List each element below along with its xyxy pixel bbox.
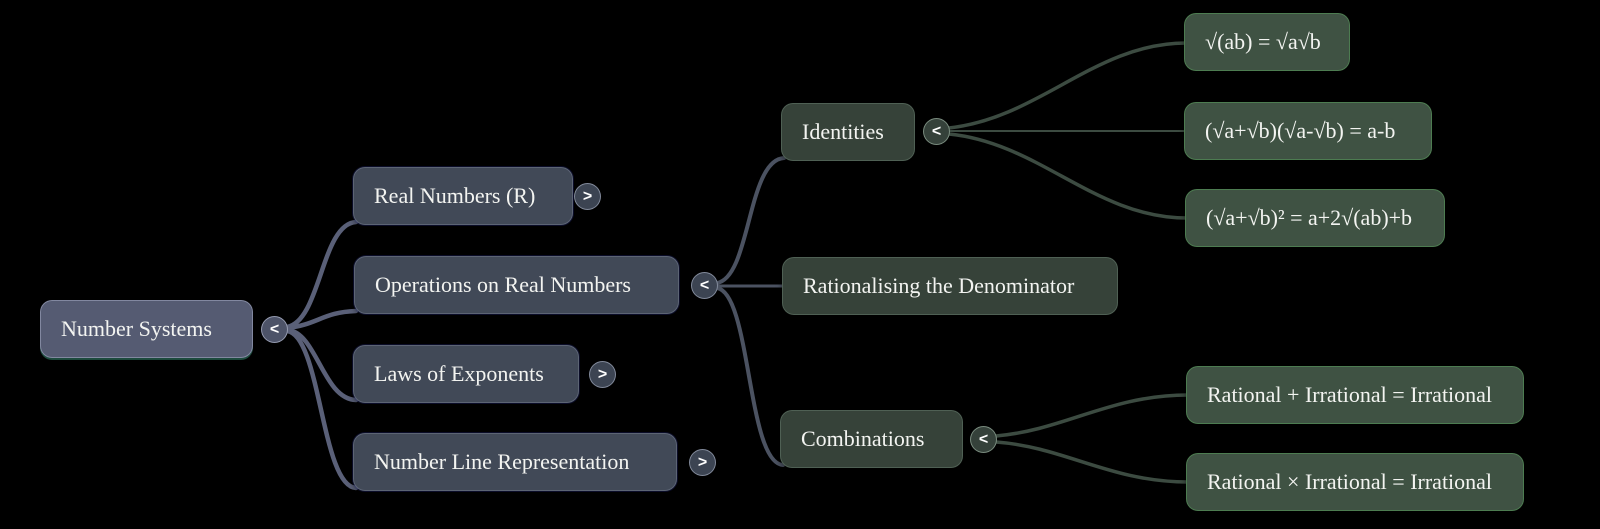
node-rule-rational-plus-irrational[interactable]: Rational + Irrational = Irrational xyxy=(1186,366,1524,424)
expand-toggle-laws-of-exponents[interactable]: > xyxy=(589,361,616,388)
edge-root-to-number-line xyxy=(284,328,359,491)
node-label: √(ab) = √a√b xyxy=(1205,29,1321,54)
node-label: Real Numbers (R) xyxy=(374,183,536,208)
node-identity-difference-of-squares[interactable]: (√a+√b)(√a-√b) = a-b xyxy=(1184,102,1432,160)
collapse-toggle-number-systems[interactable]: < xyxy=(261,316,288,343)
node-label: Rational + Irrational = Irrational xyxy=(1207,382,1493,407)
node-label: (√a+√b)(√a-√b) = a-b xyxy=(1205,118,1396,143)
node-label: Number Line Representation xyxy=(374,449,630,474)
node-label: Combinations xyxy=(801,426,925,451)
expand-toggle-real-numbers[interactable]: > xyxy=(574,183,601,210)
node-label: Laws of Exponents xyxy=(374,361,544,386)
edge-combinations-to-rule1 xyxy=(994,393,1190,438)
edge-combinations-to-rule2 xyxy=(994,440,1190,484)
node-operations-on-real-numbers[interactable]: Operations on Real Numbers xyxy=(354,256,679,314)
node-label: Number Systems xyxy=(61,316,212,341)
node-rationalising-the-denominator[interactable]: Rationalising the Denominator xyxy=(782,257,1118,315)
edge-identities-to-identity3 xyxy=(947,132,1189,220)
node-label: Identities xyxy=(802,119,884,144)
node-label: Rationalising the Denominator xyxy=(803,273,1075,298)
collapse-toggle-identities[interactable]: < xyxy=(923,118,950,145)
edge-operations-to-identities xyxy=(715,156,786,285)
collapse-toggle-combinations[interactable]: < xyxy=(970,426,997,453)
edge-identities-to-identity1 xyxy=(947,41,1188,130)
node-real-numbers[interactable]: Real Numbers (R) xyxy=(353,167,573,225)
node-number-line-representation[interactable]: Number Line Representation xyxy=(353,433,677,491)
edge-root-to-real-numbers xyxy=(284,219,359,330)
edge-root-to-operations xyxy=(284,308,359,331)
node-label: Rational × Irrational = Irrational xyxy=(1207,469,1493,494)
edge-root-to-laws xyxy=(285,327,359,403)
node-rule-rational-times-irrational[interactable]: Rational × Irrational = Irrational xyxy=(1186,453,1524,511)
edge-operations-to-combinations xyxy=(715,286,785,467)
expand-toggle-number-line[interactable]: > xyxy=(689,449,716,476)
node-label: (√a+√b)² = a+2√(ab)+b xyxy=(1206,205,1413,230)
node-label: Operations on Real Numbers xyxy=(375,272,631,297)
collapse-toggle-operations[interactable]: < xyxy=(691,272,718,299)
node-identity-square-of-sum[interactable]: (√a+√b)² = a+2√(ab)+b xyxy=(1185,189,1445,247)
node-identities[interactable]: Identities xyxy=(781,103,915,161)
node-laws-of-exponents[interactable]: Laws of Exponents xyxy=(353,345,579,403)
node-number-systems[interactable]: Number Systems xyxy=(40,300,253,358)
node-identity-sqrt-ab[interactable]: √(ab) = √a√b xyxy=(1184,13,1350,71)
node-combinations[interactable]: Combinations xyxy=(780,410,963,468)
